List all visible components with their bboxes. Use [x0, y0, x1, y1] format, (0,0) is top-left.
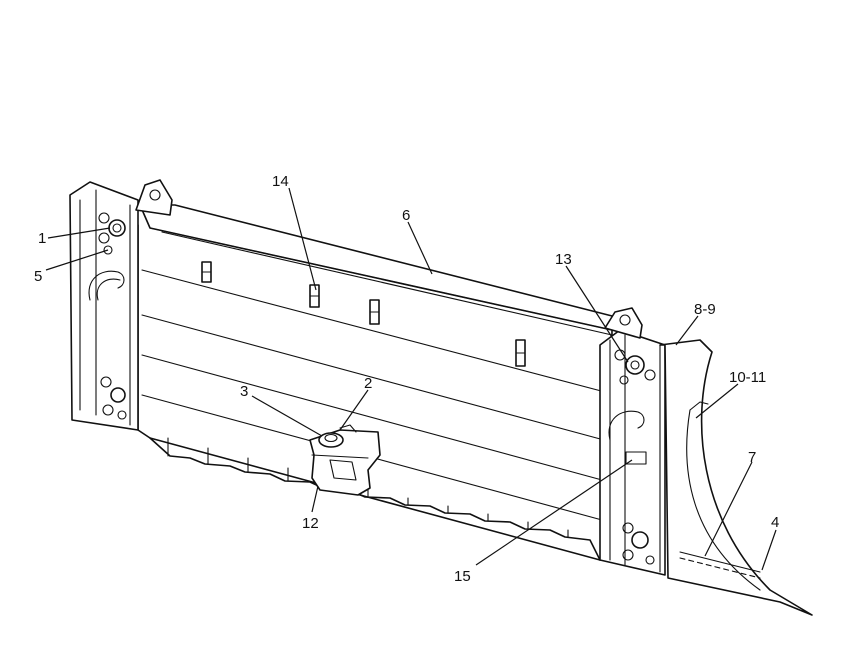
callout-7: 7 [748, 449, 756, 466]
callout-3: 3 [240, 383, 248, 400]
callout-8-9: 8-9 [694, 301, 716, 318]
clips [201, 261, 526, 367]
callouts: 1 2 3 4 5 6 7 8-9 10-11 12 13 14 15 [34, 173, 779, 585]
callout-2: 2 [364, 375, 372, 392]
callout-15: 15 [454, 568, 471, 585]
end-bit [659, 339, 813, 616]
callout-13: 13 [555, 251, 572, 268]
blade-body [137, 204, 621, 561]
callout-10-11: 10-11 [729, 369, 766, 386]
callout-1: 1 [38, 230, 46, 247]
center-bracket [309, 424, 381, 496]
leader-lines [45, 187, 777, 571]
right-end-plate [599, 307, 666, 576]
callout-12: 12 [302, 515, 319, 532]
callout-5: 5 [34, 268, 42, 285]
callout-14: 14 [272, 173, 289, 190]
left-end-plate [69, 179, 173, 431]
callout-4: 4 [771, 514, 779, 531]
callout-6: 6 [402, 207, 410, 224]
